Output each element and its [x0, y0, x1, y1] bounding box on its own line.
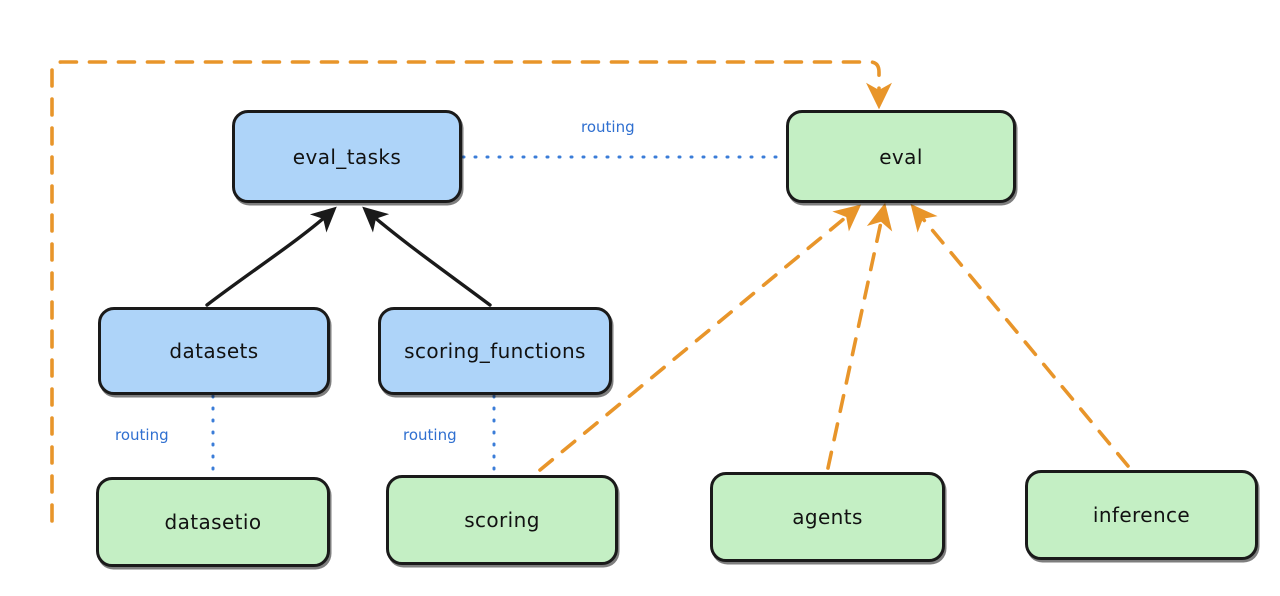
edge-scoring-eval — [538, 204, 862, 472]
node-label: agents — [792, 505, 863, 529]
node-datasetio[interactable]: datasetio — [96, 477, 330, 567]
edge-label-routing-scoring: routing — [400, 426, 460, 444]
node-inference[interactable]: inference — [1025, 470, 1258, 560]
edge-scoring_functions-eval_tasks — [362, 206, 492, 307]
edge-inference-eval — [910, 203, 1130, 468]
node-eval-tasks[interactable]: eval_tasks — [232, 110, 462, 203]
node-scoring[interactable]: scoring — [386, 475, 618, 565]
node-label: inference — [1092, 503, 1191, 527]
node-agents[interactable]: agents — [710, 472, 945, 562]
node-eval[interactable]: eval — [786, 110, 1016, 203]
node-label: datasets — [169, 339, 259, 363]
node-label: scoring_functions — [404, 339, 586, 363]
node-label: datasetio — [164, 510, 262, 534]
edge-datasets-eval_tasks — [205, 206, 337, 307]
node-scoring-functions[interactable]: scoring_functions — [378, 307, 612, 395]
node-label: eval — [879, 144, 923, 169]
edge-datasetio-eval — [50, 60, 892, 523]
edge-agents-eval — [826, 202, 893, 470]
node-label: scoring — [464, 508, 540, 532]
edge-label-routing-datasetio: routing — [112, 426, 172, 444]
node-datasets[interactable]: datasets — [98, 307, 330, 395]
edge-label-routing-eval: routing — [578, 118, 638, 136]
node-label: eval_tasks — [292, 144, 402, 169]
